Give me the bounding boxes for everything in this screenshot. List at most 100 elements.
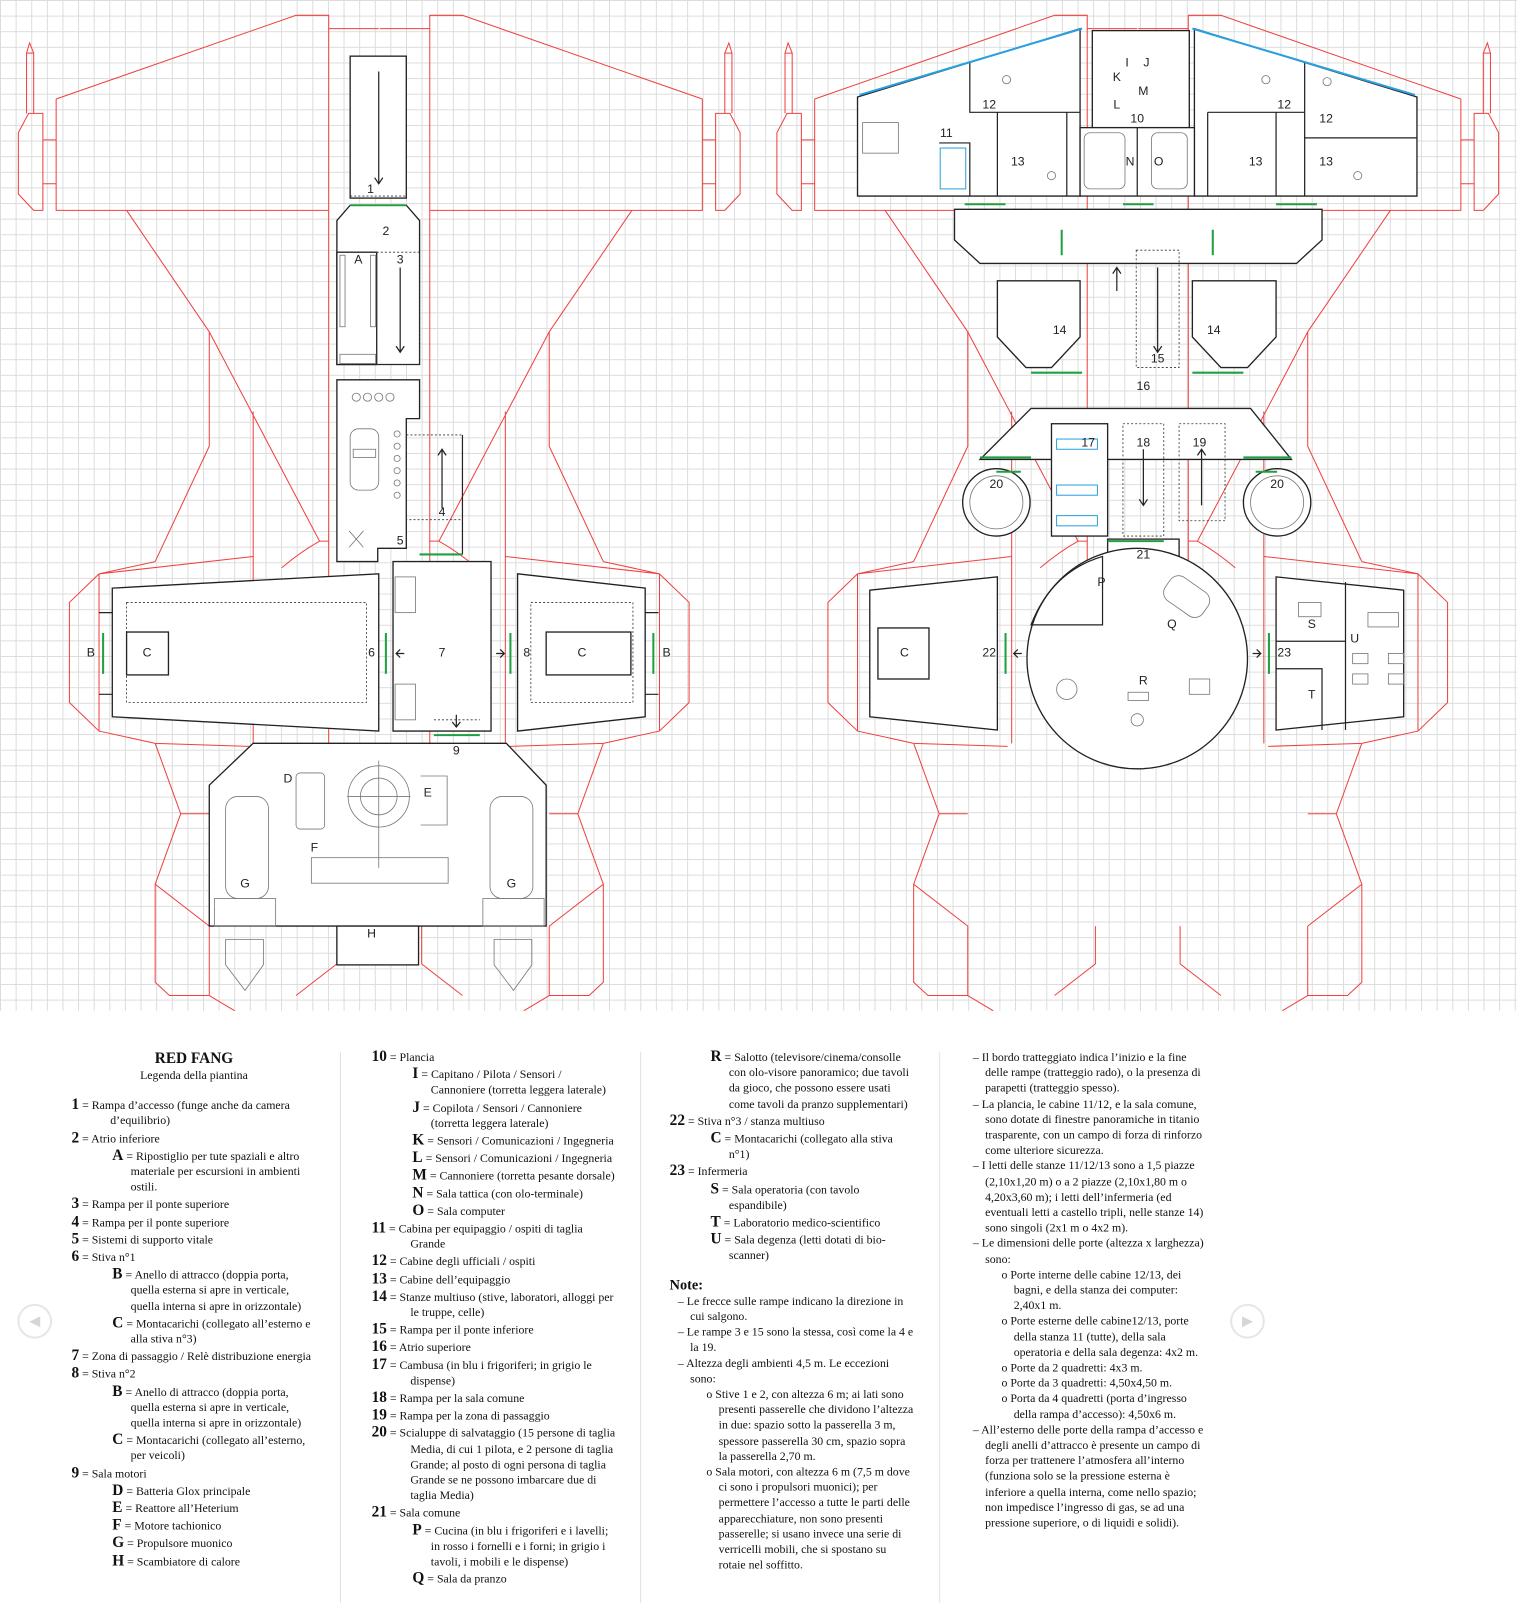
label-17: 17 — [1081, 435, 1095, 449]
label-E: E — [424, 786, 432, 800]
legend-key: Q — [412, 1570, 425, 1588]
room-10-bridge — [1091, 29, 1190, 129]
ramp-15 — [1135, 249, 1180, 368]
legend-key: 2 — [71, 1129, 80, 1147]
room-17-galley — [1050, 423, 1109, 537]
elevator-C-right — [545, 631, 632, 676]
label-C: C — [143, 646, 152, 660]
legend-key: 1 — [71, 1096, 80, 1114]
legend-key: S — [710, 1180, 720, 1198]
legend-text: = Batteria Glox principale — [126, 1484, 251, 1498]
next-button[interactable]: ▶ — [1230, 1303, 1265, 1339]
chevron-left-icon: ◀ — [29, 1313, 41, 1330]
label-R: R — [1139, 673, 1148, 687]
legend-entry: M = Cannoniere (torretta pesante dorsale… — [372, 1168, 617, 1185]
room-14-right — [1191, 280, 1277, 369]
legend-key: E — [112, 1500, 123, 1517]
room-22-hold-3 — [869, 576, 999, 731]
legend-key: 18 — [371, 1389, 387, 1407]
legend-entry: B = Anello di attracco (doppia porta, qu… — [71, 1267, 316, 1314]
label-T: T — [1308, 688, 1316, 702]
label-22: 22 — [982, 646, 996, 660]
legend-key: G — [112, 1535, 125, 1552]
label-8: 8 — [523, 646, 530, 660]
legend-text: = Montacarichi (collegato all’esterno, p… — [126, 1433, 306, 1463]
legend-key: P — [412, 1522, 422, 1539]
legend-key: T — [710, 1214, 721, 1231]
upper-corridor — [953, 208, 1323, 265]
legend-text: = Sala degenza (letti dotati di bio-scan… — [724, 1233, 886, 1263]
heat-exchanger-H — [336, 925, 420, 966]
lower-deck-labels: 1 2 A 3 4 5 6 7 8 9 B C C B D E F G G H — [87, 182, 671, 940]
legend-text: = Ripostiglio per tute spaziali e altro … — [126, 1149, 301, 1194]
legend-text: = Sala tattica (con olo-terminale) — [426, 1187, 584, 1201]
legend-text: = Cannoniere (torretta pesante dorsale) — [429, 1169, 615, 1183]
legend-key: 16 — [371, 1339, 387, 1356]
label-D: D — [283, 771, 292, 785]
note-item: – La plancia, le cabine 11/12, e la sala… — [972, 1097, 1203, 1158]
label-G: G — [507, 876, 517, 890]
label-K: K — [1113, 70, 1122, 84]
arrow-down-icon — [1138, 449, 1148, 507]
label-B: B — [663, 646, 671, 660]
label-3: 3 — [397, 253, 404, 267]
legend-key: 13 — [371, 1270, 387, 1288]
legend-entry: I = Capitano / Pilota / Sensori / Cannon… — [372, 1067, 617, 1098]
legend-text: = Capitano / Pilota / Sensori / Cannonie… — [421, 1068, 606, 1098]
legend-entry: L = Sensori / Comunicazioni / Ingegneria — [372, 1150, 617, 1167]
legend-entry: 1 = Rampa d’accesso (funge anche da came… — [71, 1096, 316, 1129]
legend-text: = Sistemi di supporto vitale — [82, 1233, 214, 1247]
legend-key: 23 — [669, 1163, 685, 1180]
legend-text: = Atrio superiore — [389, 1341, 471, 1355]
legend-key: U — [710, 1231, 722, 1248]
arrow-down-icon — [451, 714, 461, 728]
legend-key: C — [112, 1314, 124, 1332]
legend-text: = Infermeria — [687, 1165, 748, 1179]
legend-entry: T = Laboratorio medico-scientifico — [670, 1214, 915, 1231]
legend-key: 14 — [371, 1288, 387, 1305]
room-9-engine-room — [208, 742, 547, 927]
legend-entry: 4 = Rampa per il ponte superiore — [71, 1214, 316, 1231]
label-12: 12 — [1277, 97, 1291, 111]
legend-entry: K = Sensori / Comunicazioni / Ingegneria — [372, 1133, 617, 1149]
label-11: 11 — [940, 126, 953, 140]
legend-text: = Stiva n°3 / stanza multiuso — [687, 1114, 825, 1129]
legend-key: 15 — [371, 1321, 387, 1338]
label-H: H — [367, 926, 376, 940]
label-12: 12 — [1319, 112, 1333, 126]
note-item: – Le rampe 3 e 15 sono la stessa, così c… — [677, 1325, 914, 1355]
label-C: C — [577, 646, 586, 660]
lower-deck-rooms — [99, 55, 659, 992]
arrow-down-icon — [374, 71, 384, 185]
label-J: J — [1143, 56, 1149, 70]
room-23-infirmary — [1275, 576, 1405, 731]
legend-column-1: RED FANG Legenda della piantina 1 = Ramp… — [71, 1050, 316, 1572]
legend-key: 22 — [669, 1112, 685, 1130]
legend-entry: 8 = Stiva n°2 — [71, 1366, 316, 1383]
label-12: 12 — [982, 97, 996, 111]
legend-key: 6 — [71, 1248, 80, 1266]
legend-key: 9 — [71, 1464, 80, 1482]
arrow-up-icon — [1196, 448, 1207, 506]
legend-text: = Sala motori — [82, 1466, 147, 1481]
label-C: C — [900, 646, 909, 660]
legend-entry: C = Montacarichi (collegato all’esterno,… — [71, 1431, 316, 1464]
label-O: O — [1154, 155, 1164, 169]
column-divider — [939, 1051, 941, 1603]
legend-entry: F = Motore tachionico — [71, 1518, 316, 1535]
legend-key: C — [112, 1431, 124, 1449]
legend-key: B — [112, 1266, 123, 1283]
note-item: – Il bordo tratteggiato indica l’inizio … — [972, 1050, 1201, 1095]
label-F: F — [311, 841, 318, 855]
previous-button[interactable]: ◀ — [17, 1303, 53, 1339]
label-18: 18 — [1137, 435, 1151, 449]
legend-entry: N = Sala tattica (con olo-terminale) — [372, 1185, 617, 1202]
legend-entry: P = Cucina (in blu i frigoriferi e i lav… — [372, 1522, 617, 1570]
legend-entry: 7 = Zona di passaggio / Relè distribuzio… — [71, 1348, 316, 1365]
chevron-right-icon: ▶ — [1241, 1313, 1253, 1330]
legend-key: 7 — [71, 1348, 80, 1365]
legend-entry: 18 = Rampa per la sala comune — [371, 1389, 617, 1407]
ramp-19 — [1178, 423, 1226, 522]
note-item: o Sala motori, con altezza 6 m (7,5 m do… — [706, 1465, 910, 1572]
